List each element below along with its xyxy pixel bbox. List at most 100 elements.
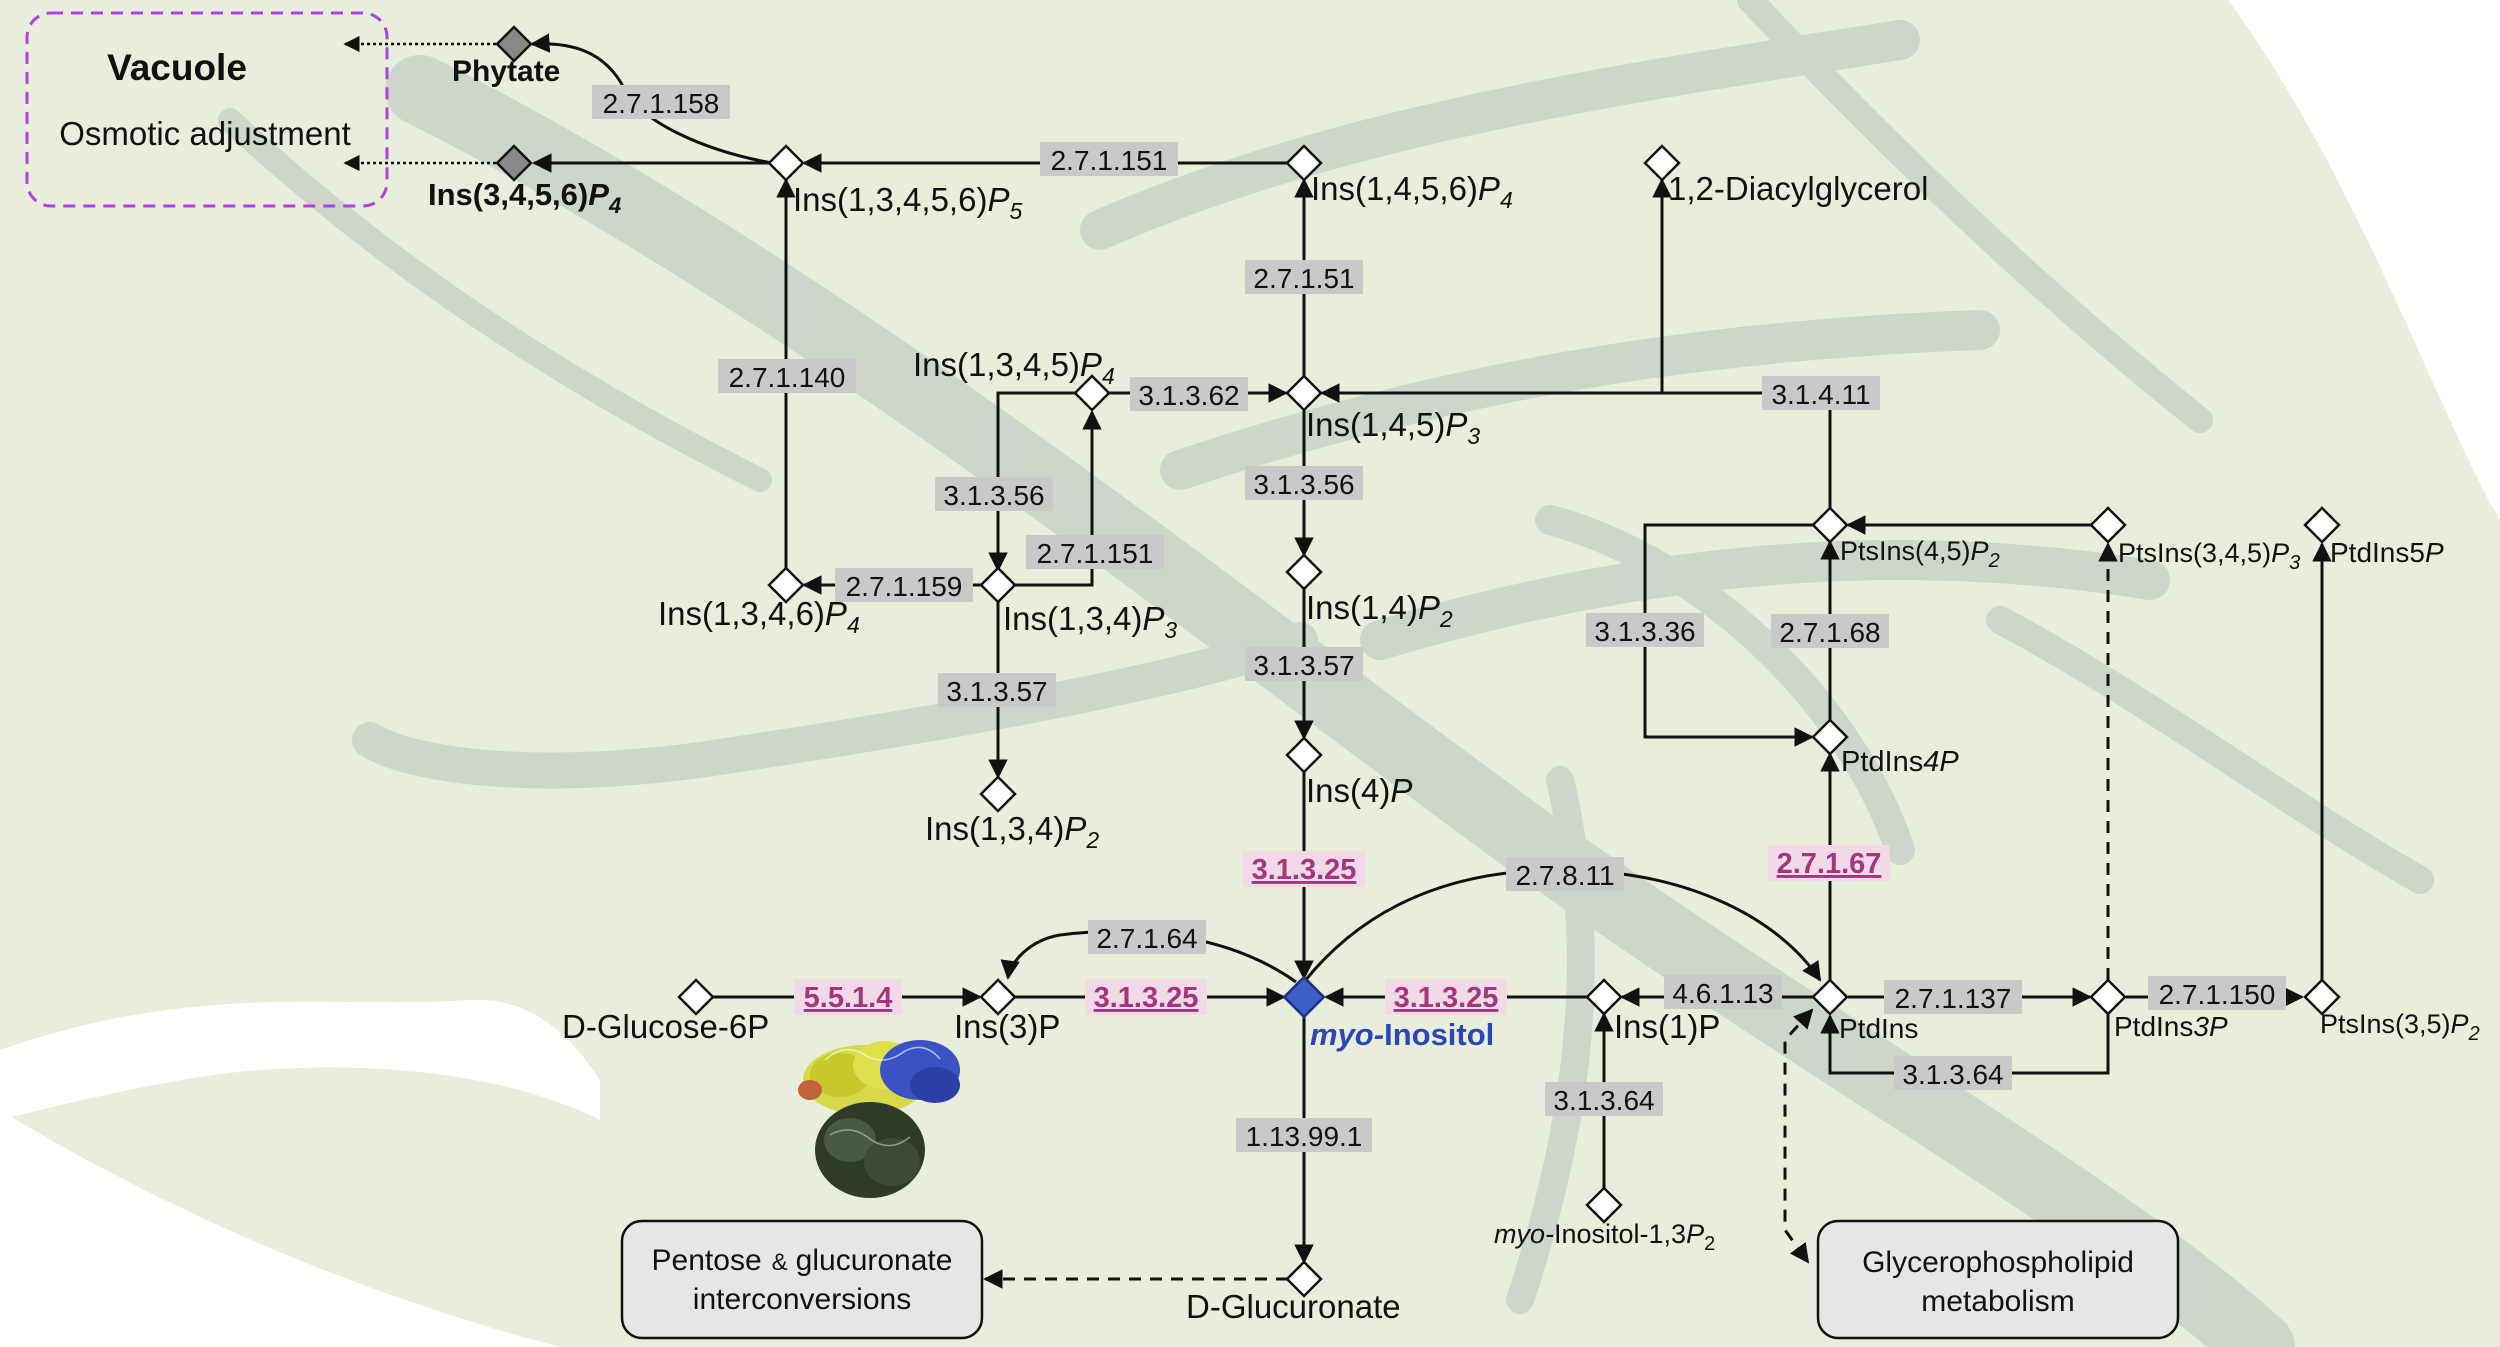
enzyme-3-1-3-25-right[interactable]: 3.1.3.25 (1385, 979, 1507, 1015)
label-ptdins45p2: PtsIns(4,5)P2 (1840, 536, 2000, 572)
enzyme-2-7-1-51[interactable]: 2.7.1.51 (1245, 260, 1363, 294)
svg-text:4.6.1.13: 4.6.1.13 (1672, 978, 1773, 1009)
enzyme-labels: 2.7.1.158 2.7.1.151 2.7.1.51 2.7.1.140 3… (592, 85, 2286, 1152)
svg-text:2.7.1.64: 2.7.1.64 (1096, 923, 1197, 954)
label-myo-inositol-13p2: myo-Inositol-1,3P2 (1494, 1219, 1715, 1255)
svg-text:2.7.1.68: 2.7.1.68 (1779, 617, 1880, 648)
label-ptdins5p: PtdIns5P (2330, 537, 2444, 568)
leaf-veins (218, 0, 2434, 1347)
enzyme-2-7-1-158[interactable]: 2.7.1.158 (592, 85, 730, 119)
svg-text:3.1.3.64: 3.1.3.64 (1553, 1085, 1654, 1116)
label-ptdins3p: PtdIns3P (2114, 1011, 2228, 1042)
vacuole-border (25, 11, 389, 208)
node-ptdins35p2[interactable] (2303, 978, 2341, 1016)
label-diacylglycerol: 1,2-Diacylglycerol (1668, 170, 1928, 207)
svg-text:2.7.1.158: 2.7.1.158 (603, 88, 720, 119)
edge-ptdins-glycerophospholipid (1783, 1008, 1814, 1264)
leaf-notch (0, 999, 600, 1120)
enzyme-3-1-3-64-right[interactable]: 3.1.3.64 (1894, 1056, 2012, 1090)
enzyme-3-1-3-25-left[interactable]: 3.1.3.25 (1085, 979, 1207, 1015)
label-glucuronate: D-Glucuronate (1186, 1288, 1401, 1325)
svg-text:1.13.99.1: 1.13.99.1 (1246, 1121, 1363, 1152)
metabolite-nodes (495, 25, 2341, 1298)
svg-text:3.1.3.25: 3.1.3.25 (1094, 982, 1199, 1014)
glycero-box-line2: metabolism (1921, 1285, 2074, 1318)
enzyme-2-7-1-151-mid[interactable]: 2.7.1.151 (1026, 535, 1164, 569)
node-ptdins45p2[interactable] (1811, 506, 1849, 544)
svg-text:2.7.1.151: 2.7.1.151 (1037, 538, 1154, 569)
node-phytate[interactable] (495, 25, 533, 63)
enzyme-2-7-1-150[interactable]: 2.7.1.150 (2148, 976, 2286, 1010)
label-ins134p2: Ins(1,3,4)P2 (925, 810, 1099, 853)
enzyme-3-1-3-56-left[interactable]: 3.1.3.56 (935, 477, 1053, 511)
enzyme-3-1-3-36[interactable]: 3.1.3.36 (1586, 613, 1704, 647)
label-ptdins: PtdIns (1839, 1013, 1918, 1044)
enzyme-2-7-1-67[interactable]: 2.7.1.67 (1768, 845, 1890, 881)
pentose-box[interactable]: Pentose&glucuronate interconversions (620, 1219, 984, 1340)
enzyme-2-7-1-68[interactable]: 2.7.1.68 (1771, 614, 1889, 648)
node-ins134p3[interactable] (979, 566, 1017, 604)
node-myo-inositol[interactable] (1282, 975, 1326, 1019)
node-ins1p[interactable] (1585, 978, 1623, 1016)
enzyme-2-7-1-159[interactable]: 2.7.1.159 (835, 568, 973, 602)
enzyme-1-13-99-1[interactable]: 1.13.99.1 (1236, 1118, 1372, 1152)
svg-text:2.7.1.137: 2.7.1.137 (1895, 983, 2012, 1014)
node-glucuronate[interactable] (1285, 1260, 1323, 1298)
label-ins13456p5: Ins(1,3,4,5,6)P5 (793, 181, 1022, 224)
enzyme-3-1-3-64-left[interactable]: 3.1.3.64 (1545, 1082, 1663, 1116)
node-myo-inositol-13p2[interactable] (1585, 1186, 1623, 1224)
label-glucose6p: D-Glucose-6P (562, 1008, 769, 1045)
enzyme-2-7-1-151-top[interactable]: 2.7.1.151 (1040, 142, 1178, 176)
node-ptdins[interactable] (1811, 978, 1849, 1016)
svg-text:5.5.1.4: 5.5.1.4 (804, 982, 893, 1014)
node-ins145p3[interactable] (1285, 374, 1323, 412)
enzyme-3-1-3-57-mid[interactable]: 3.1.3.57 (1245, 647, 1363, 681)
svg-text:2.7.1.151: 2.7.1.151 (1051, 145, 1168, 176)
glycero-box-line1: Glycerophospholipid (1862, 1246, 2134, 1279)
enzyme-2-7-1-64[interactable]: 2.7.1.64 (1088, 920, 1206, 954)
label-ins3456p4: Ins(3,4,5,6)P4 (428, 177, 621, 218)
node-ins1346p4[interactable] (767, 566, 805, 604)
node-ptdins345p3[interactable] (2089, 506, 2127, 544)
vacuole-title: Vacuole (107, 47, 247, 88)
enzyme-4-6-1-13[interactable]: 4.6.1.13 (1664, 975, 1782, 1009)
node-ins13456p5[interactable] (767, 144, 805, 182)
node-diacylglycerol[interactable] (1643, 144, 1681, 182)
node-ptdins4p[interactable] (1811, 718, 1849, 756)
node-ptdins3p[interactable] (2089, 978, 2127, 1016)
svg-text:3.1.3.25: 3.1.3.25 (1394, 982, 1499, 1014)
svg-text:2.7.1.140: 2.7.1.140 (729, 362, 846, 393)
enzyme-2-7-8-11[interactable]: 2.7.8.11 (1506, 857, 1624, 891)
svg-text:2.7.1.150: 2.7.1.150 (2159, 979, 2276, 1010)
node-ins14p2[interactable] (1285, 553, 1323, 591)
enzyme-3-1-3-57-left[interactable]: 3.1.3.57 (938, 673, 1056, 707)
label-ins1345p4: Ins(1,3,4,5)P4 (913, 346, 1115, 389)
node-ins3p[interactable] (979, 978, 1017, 1016)
node-ins1456p4[interactable] (1285, 144, 1323, 182)
enzyme-3-1-3-56-mid[interactable]: 3.1.3.56 (1245, 466, 1363, 500)
svg-text:3.1.3.36: 3.1.3.36 (1594, 616, 1695, 647)
enzyme-3-1-3-25-top[interactable]: 3.1.3.25 (1243, 851, 1365, 887)
node-glucose6p[interactable] (677, 978, 715, 1016)
label-ins145p3: Ins(1,4,5)P3 (1306, 406, 1480, 449)
label-ptdins345p3: PtsIns(3,4,5)P3 (2118, 538, 2300, 574)
node-ins1345p4[interactable] (1073, 374, 1111, 412)
label-myo-inositol: myo-Inositol (1310, 1017, 1494, 1052)
enzyme-5-5-1-4[interactable]: 5.5.1.4 (794, 979, 902, 1015)
node-ins3456p4[interactable] (495, 144, 533, 182)
glycerophospholipid-box[interactable]: Glycerophospholipid metabolism (1816, 1219, 2180, 1340)
node-ins4p[interactable] (1285, 736, 1323, 774)
vacuole-subtitle: Osmotic adjustment (59, 115, 351, 152)
node-ptdins5p[interactable] (2303, 506, 2341, 544)
svg-text:3.1.3.56: 3.1.3.56 (1253, 469, 1354, 500)
enzyme-2-7-1-140[interactable]: 2.7.1.140 (718, 359, 856, 393)
protein-structure-icon (798, 1040, 960, 1198)
node-ins134p2[interactable] (979, 775, 1017, 813)
enzyme-3-1-4-11[interactable]: 3.1.4.11 (1762, 376, 1880, 410)
label-phytate: Phytate (452, 55, 560, 88)
svg-text:3.1.3.57: 3.1.3.57 (1253, 650, 1354, 681)
enzyme-2-7-1-137[interactable]: 2.7.1.137 (1884, 980, 2022, 1014)
enzyme-3-1-3-62[interactable]: 3.1.3.62 (1130, 377, 1248, 411)
label-ins4p: Ins(4)P (1306, 772, 1412, 809)
